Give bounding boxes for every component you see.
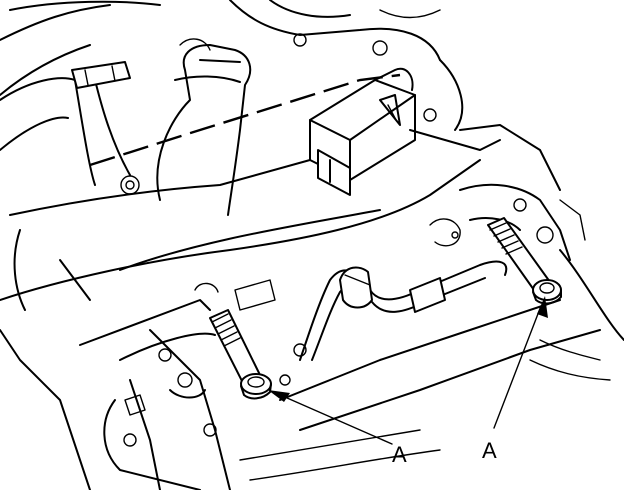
- bolt-left: [209, 309, 272, 400]
- leader-arrows: [268, 296, 548, 445]
- engine-background-lines: [0, 0, 464, 131]
- electrical-connector: [309, 67, 416, 196]
- arrow-line-right: [493, 305, 542, 429]
- manifold-cover: [0, 124, 561, 301]
- callout-label-right: A: [482, 438, 497, 463]
- bolt-right: [487, 217, 562, 305]
- intake-duct: [120, 44, 252, 216]
- centerline-dashed: [89, 73, 401, 167]
- callout-label-left: A: [392, 442, 407, 467]
- arrow-line-left: [277, 393, 393, 445]
- arrow-head-left: [268, 390, 290, 402]
- lower-housing: [0, 229, 624, 490]
- wiring-harness: [299, 260, 508, 361]
- arrow-head-right: [537, 296, 548, 318]
- coolant-hose: [0, 61, 131, 186]
